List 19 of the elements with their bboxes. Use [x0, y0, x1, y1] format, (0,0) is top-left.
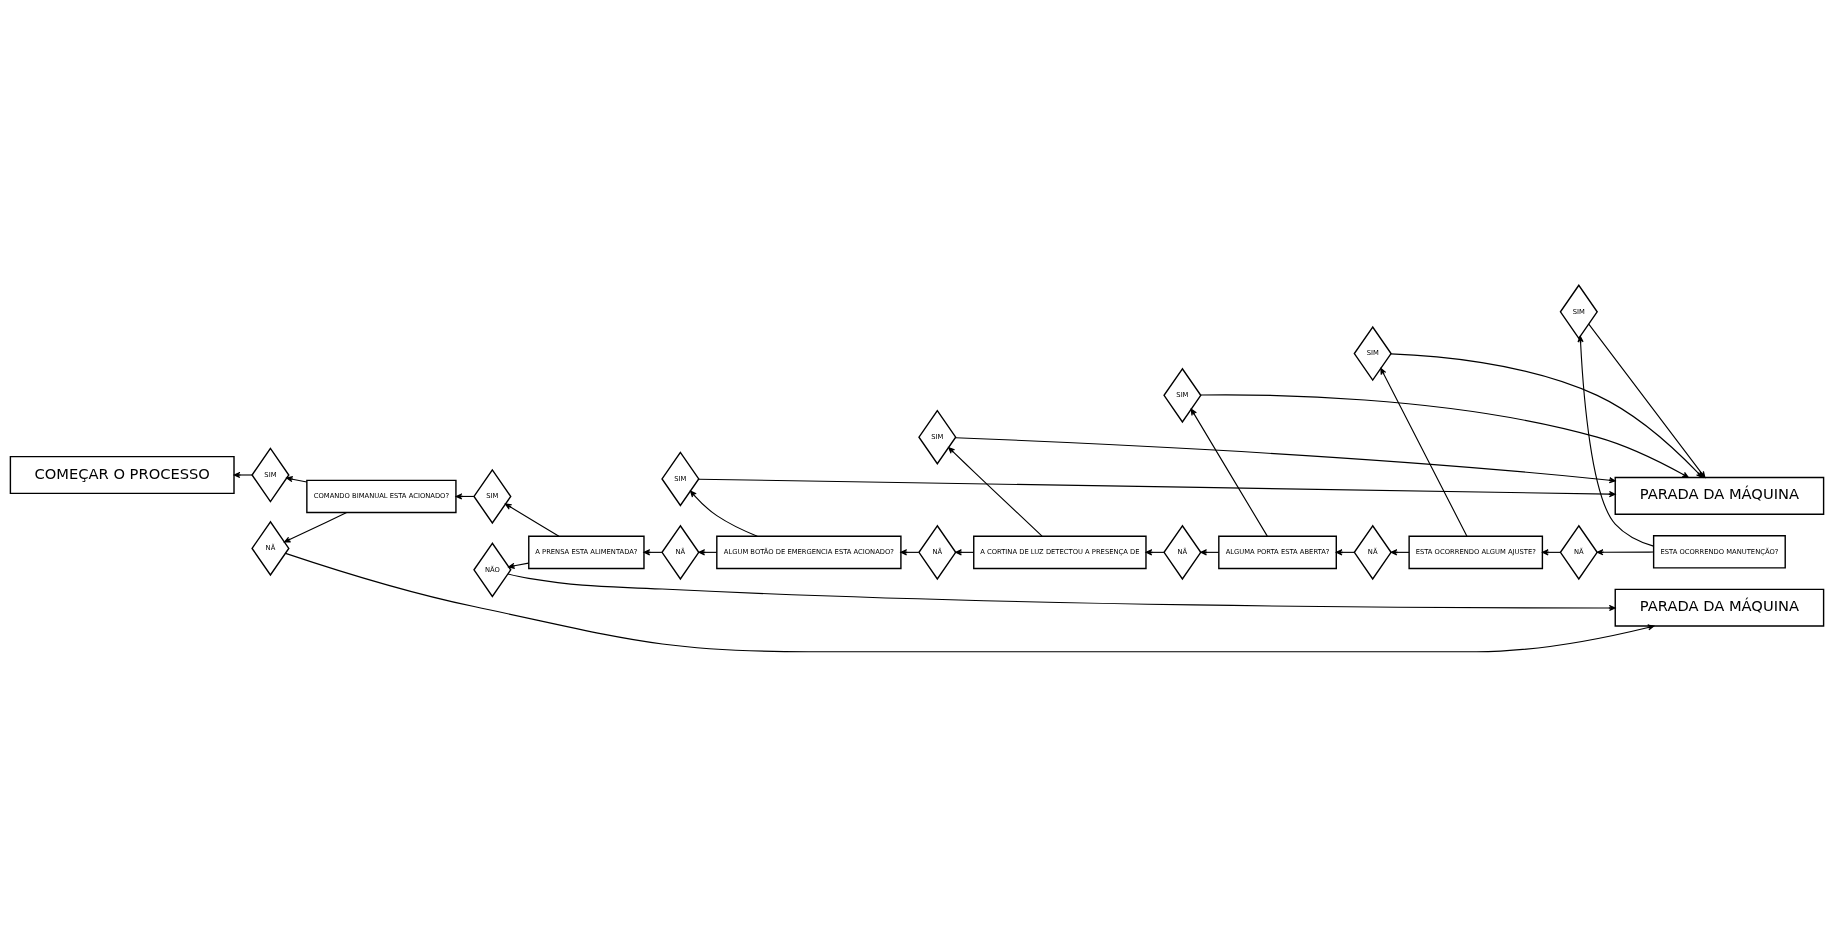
arrow — [1199, 394, 1689, 478]
arrow — [283, 512, 348, 543]
arrow — [1577, 335, 1655, 547]
arrow — [505, 503, 560, 537]
arrow — [286, 476, 308, 483]
arrow — [1190, 408, 1268, 537]
arrow — [690, 490, 758, 537]
arrow — [1596, 549, 1655, 556]
arrow — [954, 437, 1616, 484]
node-box: PARADA DA MÁQUINA — [1614, 588, 1825, 627]
arrow — [1380, 367, 1468, 537]
node-box: COMEÇAR O PROCESSO — [9, 455, 235, 495]
node-box: PARADA DA MÁQUINA — [1614, 476, 1825, 515]
arrow — [1390, 353, 1703, 478]
arrow — [507, 573, 1616, 612]
arrow — [508, 562, 530, 569]
arrow — [233, 471, 253, 479]
arrow — [698, 478, 1616, 498]
arrow — [948, 447, 1043, 537]
